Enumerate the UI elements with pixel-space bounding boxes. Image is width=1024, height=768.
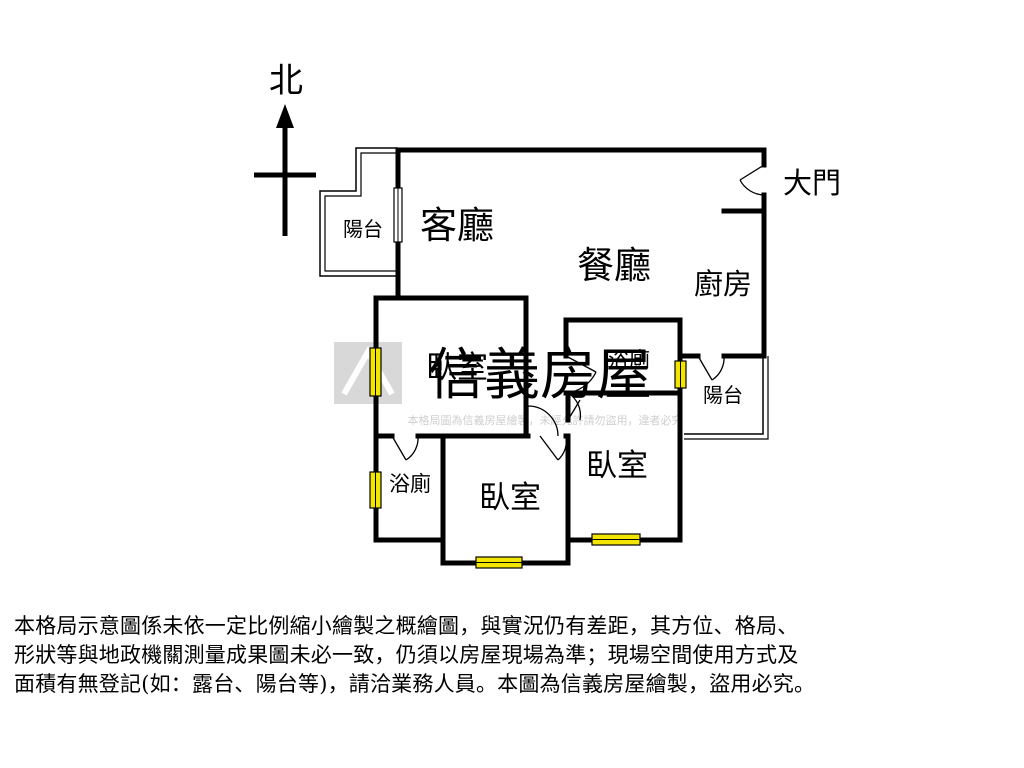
- disclaimer-line: 本格局示意圖係未依一定比例縮小繪製之概繪圖，與實況仍有差距，其方位、格局、: [14, 614, 799, 638]
- door: [697, 355, 713, 381]
- room-labels: 客廳 餐廳 廚房 大門 陽台 陽台 臥室 臥室 臥室 浴廁 浴廁: [343, 166, 841, 516]
- doors: [391, 164, 765, 461]
- kitchen-label: 廚房: [694, 267, 752, 301]
- watermark: 信義房屋 本格局圖為信義房屋繪製，未經允許請勿盜用，違者必究: [334, 342, 683, 427]
- north-label: 北: [269, 61, 303, 101]
- balcony-west-label: 陽台: [343, 217, 383, 241]
- balcony-east: [684, 356, 769, 440]
- compass: 北: [254, 61, 316, 236]
- bathroom-1-label: 浴廁: [389, 472, 431, 496]
- watermark-notice: 本格局圖為信義房屋繪製，未經允許請勿盜用，違者必究: [408, 413, 683, 427]
- windows: [369, 187, 687, 569]
- watermark-brand: 信義房屋: [428, 343, 652, 408]
- disclaimer-line: 形狀等與地政機關測量成果圖未必一致，仍須以房屋現場為準；現場空間使用方式及: [14, 643, 799, 667]
- bedroom-1-label: 臥室: [426, 350, 488, 386]
- north-arrow-icon: [276, 104, 294, 128]
- door: [391, 435, 407, 461]
- living-room-label: 客廳: [420, 204, 494, 247]
- dining-room-label: 餐廳: [577, 244, 651, 287]
- disclaimer-line: 面積有無登記(如：露台、陽台等)，請洽業務人員。本圖為信義房屋繪製，盜用必究。: [14, 672, 816, 696]
- house-logo-icon: [341, 345, 395, 396]
- disclaimer-text: 本格局示意圖係未依一定比例縮小繪製之概繪圖，與實況仍有差距，其方位、格局、 形狀…: [14, 612, 1014, 699]
- floor-plan: 北 信義房屋 本格局圖為信義房屋繪製，未經允許請勿盜用，違者必究: [254, 61, 841, 569]
- door: [565, 355, 597, 373]
- balcony-west: [319, 147, 398, 277]
- bathroom-2-label: 浴廁: [608, 348, 650, 372]
- door: [539, 435, 559, 461]
- balcony-east-label: 陽台: [703, 383, 743, 407]
- entrance-label: 大門: [783, 166, 841, 200]
- bedroom-2-label: 臥室: [479, 480, 541, 516]
- entrance-door: [739, 164, 765, 181]
- bedroom-3-label: 臥室: [586, 448, 648, 484]
